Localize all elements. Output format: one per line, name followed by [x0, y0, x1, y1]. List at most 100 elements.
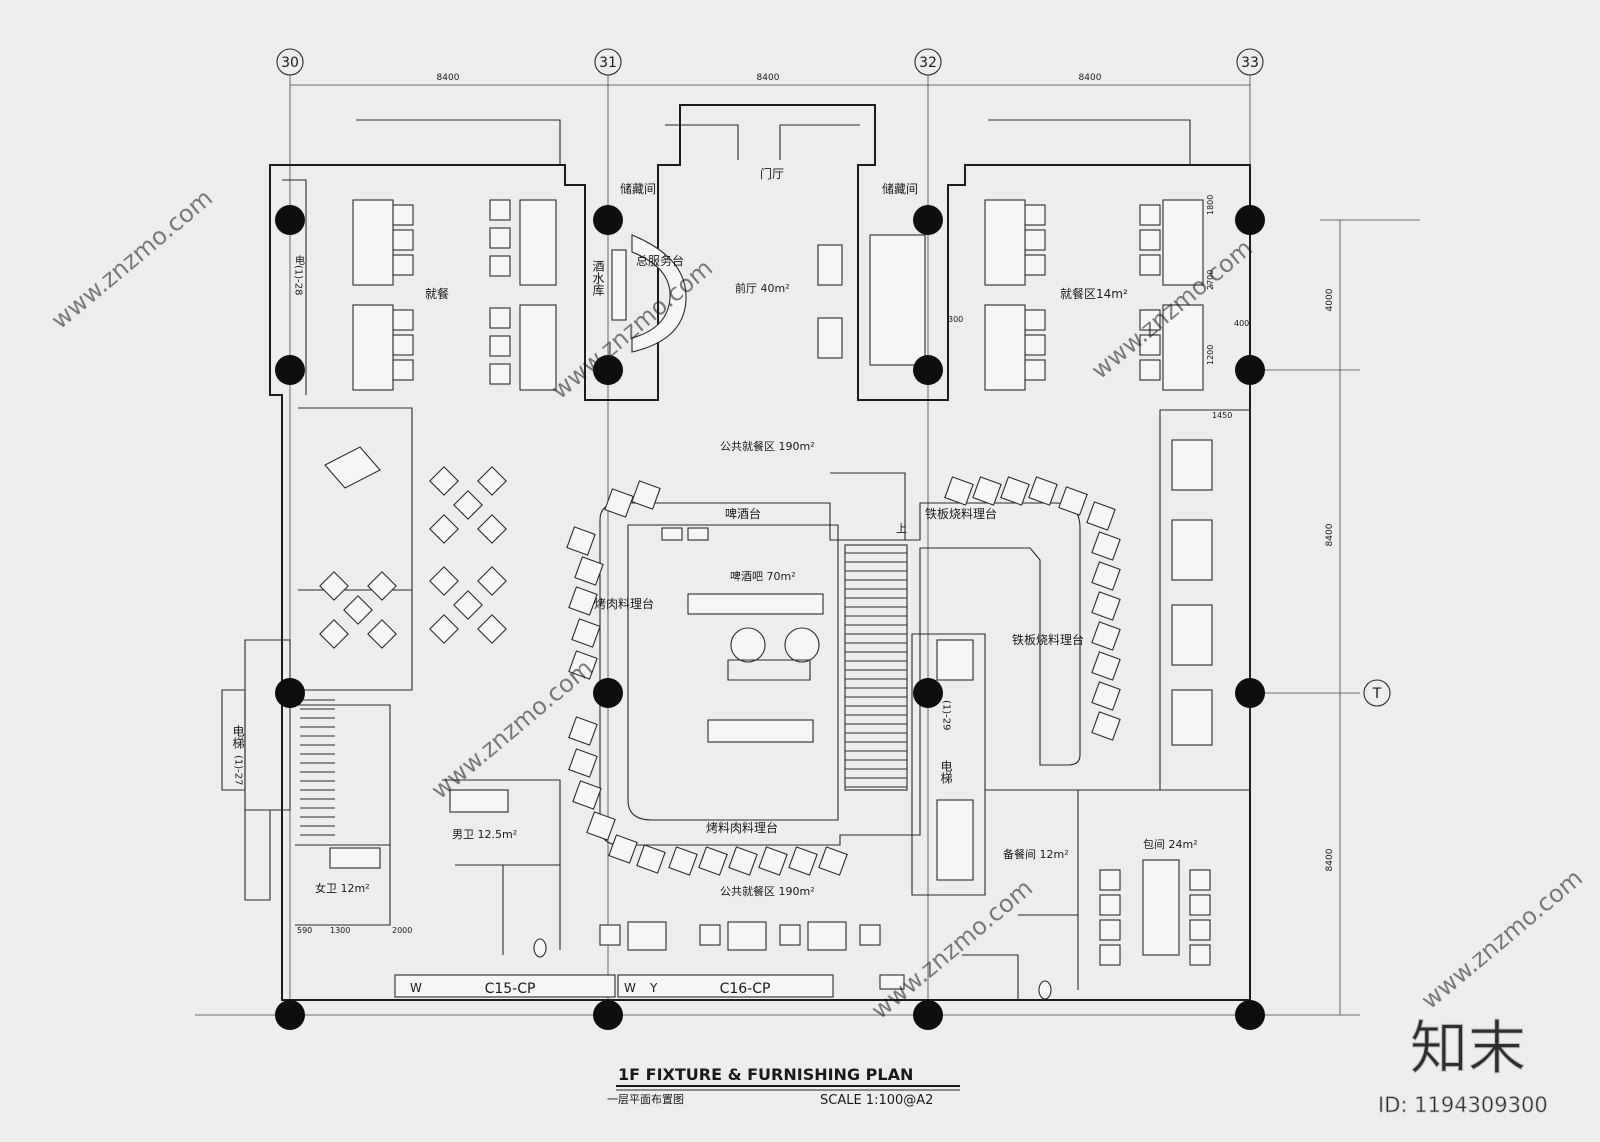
- chair: [392, 204, 414, 226]
- chair: [1189, 944, 1211, 966]
- label-w1: W: [410, 981, 422, 995]
- chair: [367, 571, 397, 601]
- small-dimension-labels: 590 1300 2000 1800 2700 1200 300 400 145…: [297, 195, 1249, 935]
- chair: [319, 619, 349, 649]
- chair: [392, 334, 414, 356]
- bar-stool: [636, 844, 666, 874]
- label-prep-room: 备餐间 12m²: [1003, 847, 1069, 861]
- chair: [1099, 919, 1121, 941]
- label-wine-store: 酒水库: [591, 260, 605, 297]
- watermark-site-2: www.znzmo.com: [546, 254, 718, 405]
- label-storage-right: 储藏间: [882, 181, 918, 196]
- label-mens-wc: 男卫 12.5m²: [452, 828, 517, 841]
- structural-column: [275, 678, 305, 708]
- structural-column: [1235, 678, 1265, 708]
- plan-subtitle-cn: 一层平面布置图: [607, 1093, 684, 1106]
- label-beer-bar: 啤酒台: [725, 506, 761, 521]
- chair: [429, 566, 459, 596]
- table: [343, 595, 373, 625]
- structural-column: [275, 355, 305, 385]
- chair: [477, 514, 507, 544]
- chair: [1099, 894, 1121, 916]
- bar-stool: [568, 748, 598, 778]
- label-private-room: 包间 24m²: [1143, 838, 1198, 851]
- chair: [1139, 204, 1161, 226]
- watermark-site-5: www.znzmo.com: [866, 874, 1038, 1025]
- label-elevator-mid: 电梯: [939, 760, 953, 784]
- chair: [1024, 204, 1046, 226]
- dimension-labels: 8400 8400 8400 4000 8400 8400: [437, 73, 1335, 871]
- axis-label-32: 32: [919, 55, 937, 71]
- chair: [489, 255, 511, 277]
- chair: [489, 335, 511, 357]
- sdim-1300: 1300: [330, 926, 350, 935]
- bar-stool: [1091, 681, 1121, 711]
- structural-column: [593, 1000, 623, 1030]
- watermark-site-1: www.znzmo.com: [46, 184, 218, 335]
- structural-column: [275, 205, 305, 235]
- chair: [1139, 334, 1161, 356]
- structural-column: [593, 678, 623, 708]
- watermark-brand-big: 知末: [1410, 1014, 1526, 1082]
- structural-column: [275, 1000, 305, 1030]
- sdim-1450: 1450: [1212, 411, 1232, 420]
- room-labels: 储藏间 门厅 储藏间 就餐 总服务台 酒水库 前厅 40m² 就餐区14m² 公…: [231, 166, 1198, 898]
- central-island: [599, 502, 1081, 846]
- bar-stool: [568, 586, 598, 616]
- label-elevator-mid-code: (1)-29: [941, 700, 952, 731]
- chair: [1189, 894, 1211, 916]
- curtain-labels: W C15-CP W Y C16-CP: [410, 981, 770, 997]
- chair: [1024, 334, 1046, 356]
- watermark-site-6: www.znzmo.com: [1416, 864, 1588, 1015]
- chair: [489, 199, 511, 221]
- bar-stool: [698, 846, 728, 876]
- chair: [1139, 254, 1161, 276]
- chair: [1024, 229, 1046, 251]
- chair: [1099, 944, 1121, 966]
- dim-top-3: 8400: [1079, 73, 1102, 83]
- bar-stool: [568, 650, 598, 680]
- bar-stool: [574, 556, 604, 586]
- bar-stool: [944, 476, 974, 506]
- plan-scale: SCALE 1:100@A2: [820, 1093, 933, 1108]
- label-beer-area: 啤酒吧 70m²: [730, 569, 796, 583]
- bar-stool: [728, 846, 758, 876]
- sdim-1800: 1800: [1206, 195, 1215, 215]
- bar-stool: [972, 476, 1002, 506]
- dim-top-2: 8400: [757, 73, 780, 83]
- bar-stool: [818, 846, 848, 876]
- bar-stool: [1091, 651, 1121, 681]
- label-w2: W: [624, 981, 636, 995]
- label-elevator-left-code: (1)-27: [233, 755, 244, 786]
- label-womens-wc: 女卫 12m²: [315, 881, 370, 895]
- chair: [319, 571, 349, 601]
- bar-stool: [568, 716, 598, 746]
- table: [453, 590, 483, 620]
- chair: [392, 359, 414, 381]
- watermark-id: ID: 1194309300: [1378, 1093, 1548, 1117]
- bar-stool: [1091, 591, 1121, 621]
- title-block: 1F FIXTURE & FURNISHING PLAN 一层平面布置图 SCA…: [607, 1065, 960, 1108]
- label-public-dining-top: 公共就餐区 190m²: [720, 439, 815, 453]
- structural-column: [1235, 1000, 1265, 1030]
- bar-stool: [1091, 561, 1121, 591]
- structural-column: [913, 355, 943, 385]
- exterior-walls: [221, 104, 1251, 1001]
- chair: [477, 466, 507, 496]
- label-y: Y: [649, 981, 658, 995]
- axis-label-t: T: [1372, 686, 1382, 702]
- chair: [429, 614, 459, 644]
- bar-stool: [1086, 501, 1116, 531]
- label-c15: C15-CP: [485, 981, 536, 997]
- chair: [477, 566, 507, 596]
- bar-stool: [572, 780, 602, 810]
- bar-stool: [586, 811, 616, 841]
- chair: [1139, 309, 1161, 331]
- bar-stool: [1091, 531, 1121, 561]
- label-bbq-prep: 烤肉料理台: [594, 596, 654, 611]
- bar-stool: [631, 480, 661, 510]
- axis-bubbles: 30 31 32 33 T: [276, 48, 1391, 707]
- table: [453, 490, 483, 520]
- chair: [489, 307, 511, 329]
